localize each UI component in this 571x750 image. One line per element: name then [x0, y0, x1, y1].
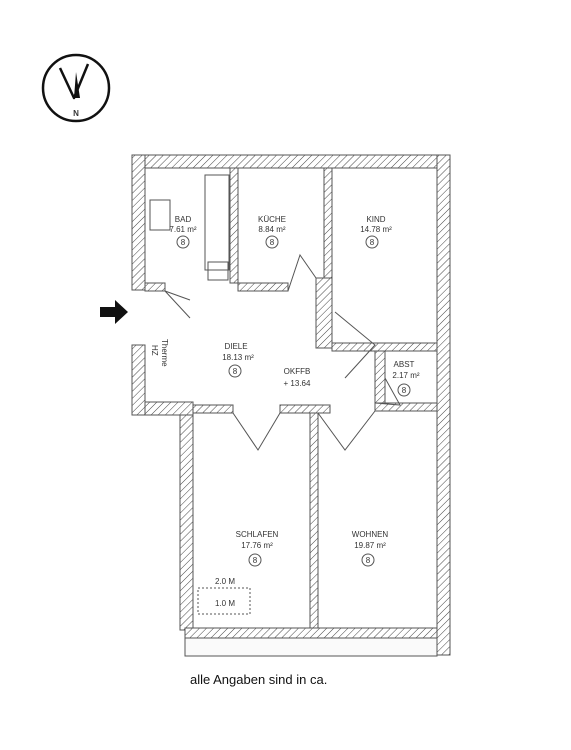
heating-line-1: HZ [150, 345, 159, 356]
room-unit: m² [382, 225, 392, 234]
room-unit: m² [187, 225, 197, 234]
heating-line-2: Therme [160, 339, 169, 367]
room-wohnen: WOHNEN 19.87 m² 8 [352, 530, 389, 567]
compass-letter: N [73, 109, 79, 118]
room-diele: DIELE 18.13 m² 8 [222, 342, 254, 378]
svg-text:14.78 m²: 14.78 m² [360, 225, 392, 234]
footnote: alle Angaben sind in ca. [190, 672, 328, 687]
room-mark: 8 [366, 556, 371, 565]
room-name: KÜCHE [258, 215, 286, 224]
room-mark: 8 [253, 556, 258, 565]
floor-level: OKFFB + 13.64 [284, 367, 311, 388]
room-area: 2.17 [392, 371, 408, 380]
room-bad: BAD 7.61 m² 8 [169, 215, 197, 249]
svg-text:18.13 m²: 18.13 m² [222, 353, 254, 362]
north-arrow-icon: N [41, 53, 111, 123]
room-unit: m² [244, 353, 254, 362]
balcony: 2.0 M 1.0 M [197, 577, 251, 615]
room-area: 19.87 [354, 541, 375, 550]
heating-label: HZ Therme [150, 339, 169, 367]
svg-text:19.87 m²: 19.87 m² [354, 541, 386, 550]
room-area: 17.76 [241, 541, 262, 550]
room-kind: KIND 14.78 m² 8 [360, 215, 392, 249]
room-mark: 8 [181, 238, 186, 247]
svg-text:17.76 m²: 17.76 m² [241, 541, 273, 550]
room-mark: 8 [370, 238, 375, 247]
room-unit: m² [376, 541, 386, 550]
room-name: SCHLAFEN [236, 530, 279, 539]
room-kueche: KÜCHE 8.84 m² 8 [258, 215, 286, 249]
svg-text:2.17 m²: 2.17 m² [392, 371, 419, 380]
svg-text:8.84 m²: 8.84 m² [258, 225, 285, 234]
door-swings [164, 253, 401, 451]
room-name: WOHNEN [352, 530, 389, 539]
room-area: 18.13 [222, 353, 243, 362]
room-unit: m² [263, 541, 273, 550]
room-unit: m² [276, 225, 286, 234]
level-line-1: OKFFB [284, 367, 311, 376]
room-mark: 8 [270, 238, 275, 247]
room-area: 8.84 [258, 225, 274, 234]
room-area: 7.61 [169, 225, 185, 234]
room-area: 14.78 [360, 225, 381, 234]
svg-text:7.61 m²: 7.61 m² [169, 225, 196, 234]
level-line-2: + 13.64 [284, 379, 311, 388]
room-name: BAD [175, 215, 192, 224]
balcony-dim-2: 1.0 M [215, 599, 235, 608]
room-unit: m² [410, 371, 420, 380]
room-mark: 8 [233, 367, 238, 376]
room-mark: 8 [402, 386, 407, 395]
bath-fixtures [149, 174, 230, 281]
room-name: KIND [366, 215, 385, 224]
window-strip [184, 627, 438, 657]
room-name: ABST [394, 360, 415, 369]
balcony-dim-1: 2.0 M [215, 577, 235, 586]
room-name: DIELE [224, 342, 247, 351]
entrance-arrow-icon [100, 300, 128, 324]
outer-walls [131, 154, 451, 656]
room-schlafen: SCHLAFEN 17.76 m² 8 [236, 530, 279, 567]
room-abst: ABST 2.17 m² 8 [392, 360, 420, 397]
